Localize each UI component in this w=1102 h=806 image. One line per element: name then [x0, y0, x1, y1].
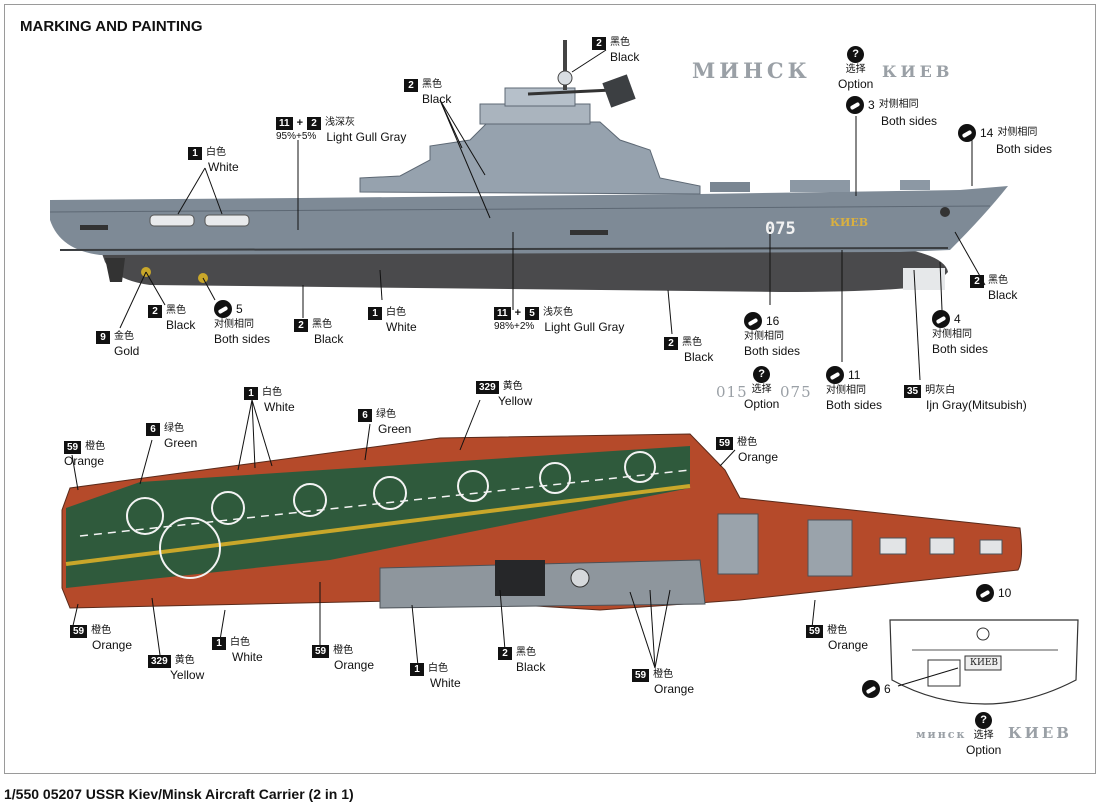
- diagram-frame: [4, 4, 1096, 774]
- stern-name-plate: КИЕВ: [970, 658, 998, 668]
- boat-right: [204, 214, 250, 227]
- decal-icon: [862, 680, 880, 698]
- callout-option-number: ? 选择 Option: [744, 366, 780, 411]
- callout-decal-11: 11 对侧相同 Both sides: [826, 366, 883, 412]
- boat-left: [149, 214, 195, 227]
- deck-yellow-line: [65, 484, 691, 566]
- question-mark-icon: ?: [753, 366, 771, 383]
- deck-view: [61, 433, 1023, 611]
- decal-icon: [826, 366, 844, 384]
- footer-caption: 1/550 05207 USSR Kiev/Minsk Aircraft Car…: [4, 786, 354, 802]
- side-view: [49, 40, 1008, 292]
- stencil-kiev-stern: КИЕВ: [1008, 724, 1072, 742]
- stencil-minsk: МИНСК: [692, 58, 811, 83]
- lower-hull: [100, 248, 948, 292]
- stencil-075: 075: [780, 383, 812, 401]
- stencil-015: 015: [716, 383, 748, 401]
- decal-icon: [744, 312, 762, 330]
- radar-antenna: [602, 74, 636, 108]
- stencil-minsk-stern: минск: [916, 728, 967, 741]
- callout-stern-decal-10: 10: [976, 584, 1011, 602]
- upper-hull: [50, 186, 1008, 255]
- callout-decal-16: 16 对侧相同 Both sides: [744, 312, 801, 358]
- leader-lines: [71, 49, 986, 687]
- callout-stern-option: ? 选择 Option: [966, 712, 1002, 757]
- island-superstructure: [359, 121, 701, 195]
- stern-detail: [889, 619, 1079, 705]
- decal-icon: [214, 300, 232, 318]
- decal-icon: [932, 310, 950, 328]
- hull-name-plate: КИЕВ: [830, 216, 868, 229]
- page-title: MARKING AND PAINTING: [20, 18, 203, 35]
- radar-dish: [570, 568, 590, 588]
- deck-green-angled: [66, 446, 690, 588]
- callout-decal-4: 4 对侧相同 Both sides: [932, 310, 989, 356]
- decal-icon: [846, 96, 864, 114]
- decal-icon: [958, 124, 976, 142]
- hull-number: 075: [765, 219, 796, 239]
- decal-icon: [976, 584, 994, 602]
- callout-option-name: ? 选择 Option: [838, 46, 874, 91]
- funnel-top: [495, 560, 545, 596]
- callout-decal-5: 5 对侧相同 Both sides: [214, 300, 271, 346]
- callout-stern-decal-6: 6: [862, 680, 891, 698]
- stencil-kiev: КИЕВ: [882, 62, 954, 81]
- question-mark-icon: ?: [847, 46, 865, 63]
- question-mark-icon: ?: [975, 712, 993, 729]
